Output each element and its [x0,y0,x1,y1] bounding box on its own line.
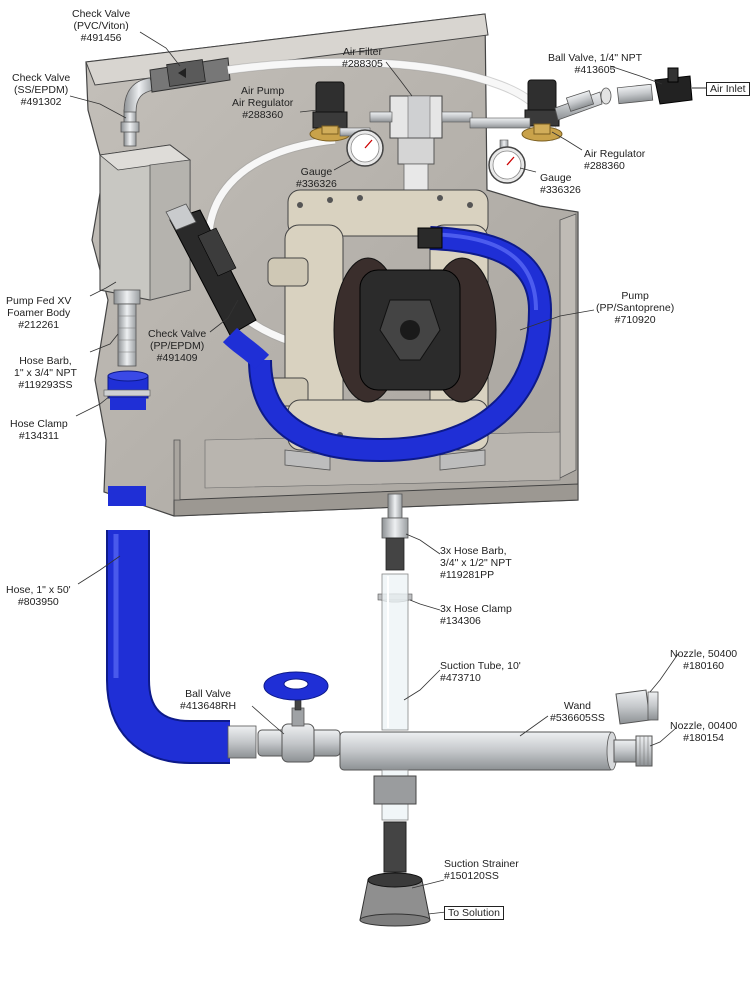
label-line: Gauge [540,172,572,184]
label-line: Gauge [300,166,333,178]
air-regulator-right [469,79,563,142]
label-line: Pump [621,290,649,302]
label-line: #212261 [18,319,60,331]
label-line: #134306 [440,615,481,627]
ball-valve-top [554,67,706,121]
label-line: #491302 [20,96,62,108]
check-valve-pvc [149,57,231,93]
label-line: Check Valve [12,72,71,84]
leader-lines [69,31,706,915]
label-line: Suction Strainer [444,858,519,870]
label-foamer-body: Pump Fed XV Foamer Body #212261 [6,295,71,331]
label-line: #180160 [683,660,725,672]
wand [339,731,618,771]
label-line: #536605SS [550,712,605,724]
label-gauge-right: Gauge #336326 [540,172,581,196]
label-hose-barb-1: Hose Barb, 1" x 3/4" NPT #119293SS [14,355,77,391]
label-ball-valve-top: Ball Valve, 1/4" NPT #413605 [548,52,642,76]
label-line: Check Valve [72,8,131,20]
label-air-inlet: Air Inlet [706,82,750,96]
label-line: (PP/Santoprene) [596,302,675,314]
label-check-valve-pvc: Check Valve (PVC/Viton) #491456 [72,8,130,44]
label-line: #119281PP [440,569,495,581]
label-line: #119293SS [18,379,73,391]
label-line: Hose Barb, [19,355,72,367]
label-line: Wand [563,700,591,712]
label-line: #803950 [17,596,59,608]
label-check-valve-ss: Check Valve (SS/EPDM) #491302 [12,72,70,108]
label-line: #336326 [540,184,581,196]
label-line: #473710 [440,672,481,684]
label-air-regulator: Air Regulator #288360 [584,148,645,172]
check-valve-ss [120,77,155,147]
label-line: #288360 [242,109,284,121]
gauge-right [488,139,526,184]
label-line: Ball Valve [185,688,231,700]
label-line: Ball Valve, 1/4" NPT [548,52,642,64]
label-pump: Pump (PP/Santoprene) #710920 [596,290,674,326]
label-line: #288305 [342,58,383,70]
label-line: #134311 [18,430,59,442]
suction-strainer [359,775,431,927]
label-line: Hose Clamp [10,418,68,430]
label-line: (PVC/Viton) [73,20,129,32]
label-line: #180154 [683,732,725,744]
hose-barb-3x [381,493,409,571]
label-line: Air Regulator [584,148,646,160]
label-line: #150120SS [444,870,499,882]
label-gauge-left: Gauge #336326 [296,166,337,190]
label-line: 1" x 3/4" NPT [14,367,77,379]
label-line: Suction Tube, 10' [440,660,521,672]
label-line: Air Pump [241,85,285,97]
label-line: #710920 [614,314,656,326]
label-line: Check Valve [148,328,207,340]
label-nozzle-00400: Nozzle, 00400 #180154 [670,720,737,744]
air-filter [369,95,473,205]
label-line: (PP/EPDM) [149,340,205,352]
label-line: 3/4" x 1/2" NPT [440,557,512,569]
hose-clamp-1 [103,370,151,410]
label-hose-barb-3x: 3x Hose Barb, 3/4" x 1/2" NPT #119281PP [440,545,512,581]
check-valve-pp [165,203,257,336]
label-suction-tube: Suction Tube, 10' #473710 [440,660,521,684]
label-ball-valve-bottom: Ball Valve #413648RH [180,688,236,712]
label-line: #491456 [80,32,122,44]
label-line: #336326 [296,178,337,190]
hose-large [105,486,257,764]
label-line: (SS/EPDM) [13,84,69,96]
label-line: Air Filter [342,46,382,58]
label-line: Hose, 1" x 50' [6,584,71,596]
label-air-filter: Air Filter #288305 [342,46,383,70]
pump-body [267,189,497,471]
foamer-body [99,144,192,301]
label-to-solution: To Solution [444,906,504,920]
label-air-pump-regulator: Air Pump Air Regulator #288360 [232,85,293,121]
label-line: Pump Fed XV [6,295,72,307]
nozzle-00400 [613,735,653,767]
label-line: #413605 [574,64,616,76]
gauge-left [339,127,384,167]
label-line: 3x Hose Barb, [440,545,507,557]
label-line: Foamer Body [7,307,71,319]
label-line: Air Regulator [232,97,294,109]
hose-barb-1 [113,289,141,367]
label-wand: Wand #536605SS [550,700,605,724]
label-line: 3x Hose Clamp [440,603,512,615]
ball-valve-bottom [257,671,341,763]
label-line: Nozzle, 00400 [670,720,738,732]
label-check-valve-pp: Check Valve (PP/EPDM) #491409 [148,328,206,364]
label-suction-strainer: Suction Strainer #150120SS [444,858,519,882]
label-hose: Hose, 1" x 50' #803950 [6,584,71,608]
label-hose-clamp-3x: 3x Hose Clamp #134306 [440,603,512,627]
label-line: #491409 [156,352,198,364]
nozzle-50400 [615,689,659,725]
label-line: #288360 [584,160,625,172]
label-line: Nozzle, 50400 [670,648,738,660]
label-nozzle-50400: Nozzle, 50400 #180160 [670,648,737,672]
label-hose-clamp-1: Hose Clamp #134311 [10,418,68,442]
label-line: #413648RH [180,700,237,712]
blue-hose-internal [222,226,553,463]
